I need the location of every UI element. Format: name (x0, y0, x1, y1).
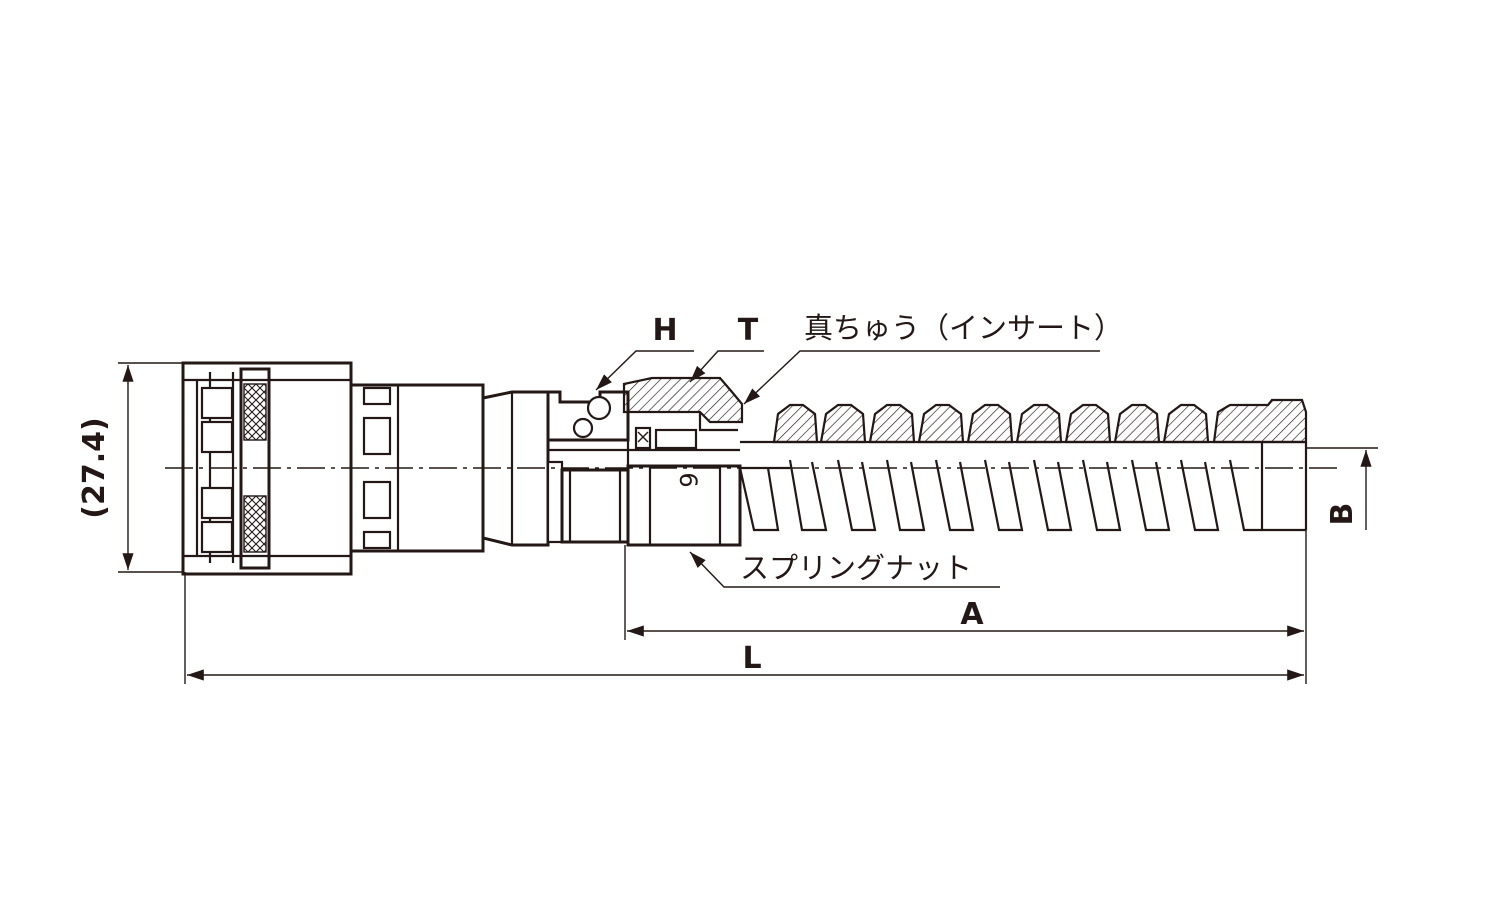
plug-section: 6 (546, 376, 744, 547)
diameter-label: (27.4) (77, 417, 112, 518)
dimension-l-label: L (742, 641, 761, 676)
leader-t: T (689, 313, 764, 383)
diameter-dimension: (27.4) (77, 362, 183, 573)
dimension-b-label: B (1325, 503, 1360, 526)
dimension-l: L (184, 572, 1304, 684)
label-t: T (738, 313, 759, 348)
label-spring-nut: スプリングナット (740, 551, 972, 585)
label-h: H (652, 313, 677, 348)
hex-neck (481, 390, 630, 547)
dimension-b: B (1306, 447, 1378, 530)
leader-spring-nut: スプリングナット (689, 551, 1000, 588)
label-insert: 真ちゅう（インサート） (804, 311, 1123, 345)
size-mark: 6 (674, 472, 702, 487)
dimension-a: A (624, 530, 1307, 684)
spring-nut-coil (738, 398, 1308, 545)
leader-insert: 真ちゅう（インサート） (743, 311, 1123, 405)
leader-h: H (595, 313, 694, 391)
dimension-a-label: A (960, 597, 984, 632)
